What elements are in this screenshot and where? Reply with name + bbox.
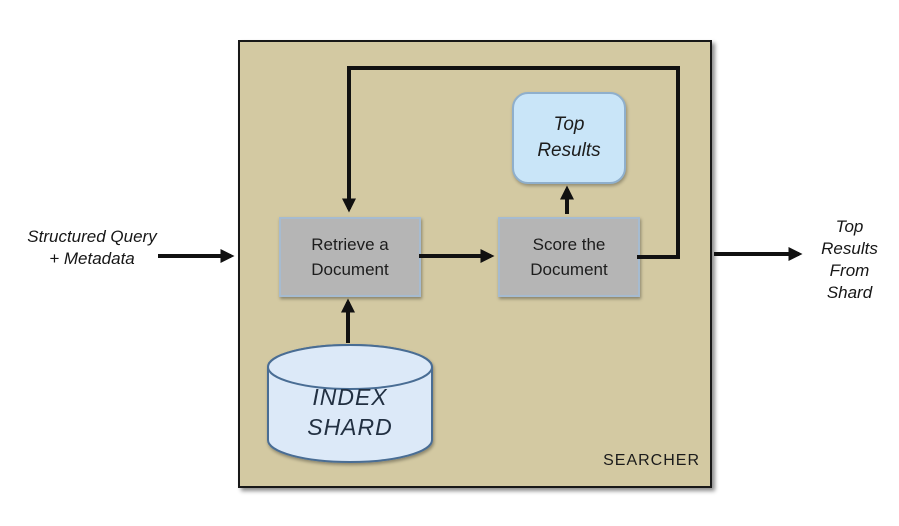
top-results-node: Top Results [512, 92, 626, 184]
searcher-title: SEARCHER [603, 452, 700, 469]
index-shard-label: INDEX SHARD [307, 384, 393, 440]
retrieve-document-node: Retrieve a Document [279, 217, 421, 297]
score-document-node: Score the Document [498, 217, 640, 297]
output-label: Top Results From Shard [821, 217, 878, 302]
input-label: Structured Query + Metadata [27, 227, 157, 268]
